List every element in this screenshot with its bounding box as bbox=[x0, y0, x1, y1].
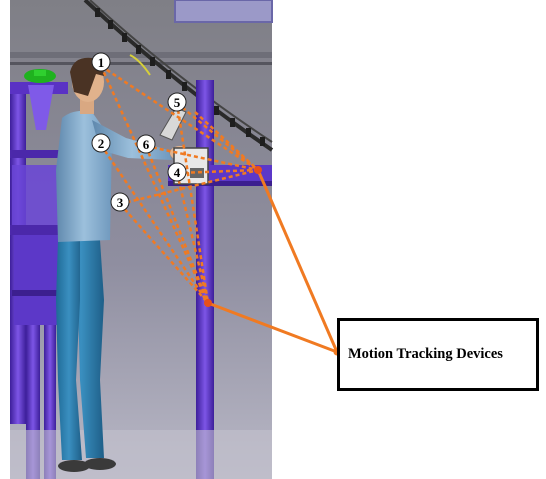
callout-label: Motion Tracking Devices bbox=[348, 346, 503, 362]
floor bbox=[10, 430, 272, 479]
yellow-cable bbox=[129, 54, 151, 76]
callout-lines bbox=[207, 169, 339, 354]
marker-2: 2 bbox=[91, 133, 111, 153]
left-scaffold bbox=[10, 69, 68, 479]
callout-label-box: Motion Tracking Devices bbox=[337, 318, 539, 391]
marker-1: 1 bbox=[91, 52, 111, 72]
tracking-device-dot-lower bbox=[204, 299, 212, 307]
overhead-track-inner bbox=[89, 0, 273, 143]
tracking-lines bbox=[99, 64, 259, 304]
track-clamps bbox=[95, 8, 265, 146]
person-figure bbox=[56, 57, 190, 472]
svg-text:6: 6 bbox=[143, 137, 150, 152]
tracking-device-dot-upper bbox=[254, 166, 262, 174]
svg-text:5: 5 bbox=[174, 95, 181, 110]
marker-4: 4 bbox=[167, 162, 187, 182]
svg-text:2: 2 bbox=[98, 136, 105, 151]
svg-text:4: 4 bbox=[174, 165, 181, 180]
marker-3: 3 bbox=[110, 192, 130, 212]
marker-5: 5 bbox=[167, 92, 187, 112]
marker-6: 6 bbox=[136, 134, 156, 154]
ceiling-panel bbox=[174, 0, 273, 23]
svg-text:3: 3 bbox=[117, 195, 124, 210]
svg-text:1: 1 bbox=[98, 55, 105, 70]
ceiling-strip bbox=[10, 52, 272, 58]
